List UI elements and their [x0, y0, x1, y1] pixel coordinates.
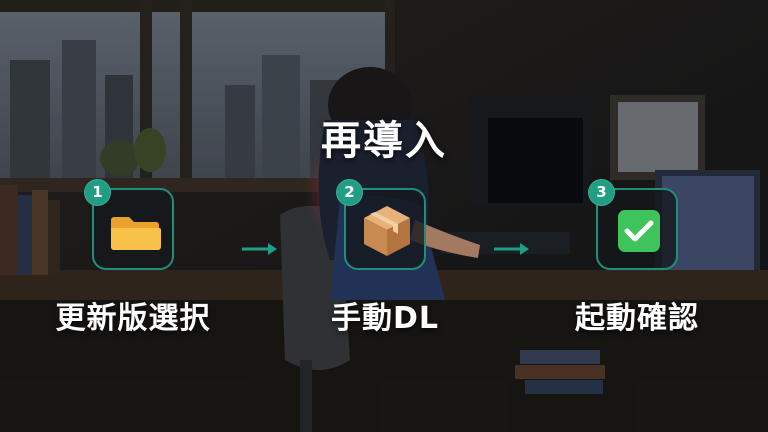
check-mark-icon — [618, 210, 660, 252]
package-box-icon — [364, 206, 410, 256]
step-1: 1 更新版選択 — [43, 179, 223, 338]
page-title: 再導入 — [321, 118, 447, 164]
step-1-label: 更新版選択 — [55, 301, 211, 336]
step-3: 3 起動確認 — [547, 179, 727, 338]
folder-icon — [111, 217, 161, 250]
step-3-label: 起動確認 — [575, 301, 699, 336]
step-3-icon-box — [596, 188, 678, 270]
step-2-label: 手動DL — [330, 301, 440, 336]
step-1-number-badge: 1 — [84, 179, 111, 206]
step-3-number-badge: 3 — [588, 179, 615, 206]
step-2: 2 手動DL — [295, 179, 475, 338]
arrow-right-icon — [242, 243, 277, 255]
step-2-number-badge: 2 — [336, 179, 363, 206]
arrow-right-icon — [494, 243, 529, 255]
